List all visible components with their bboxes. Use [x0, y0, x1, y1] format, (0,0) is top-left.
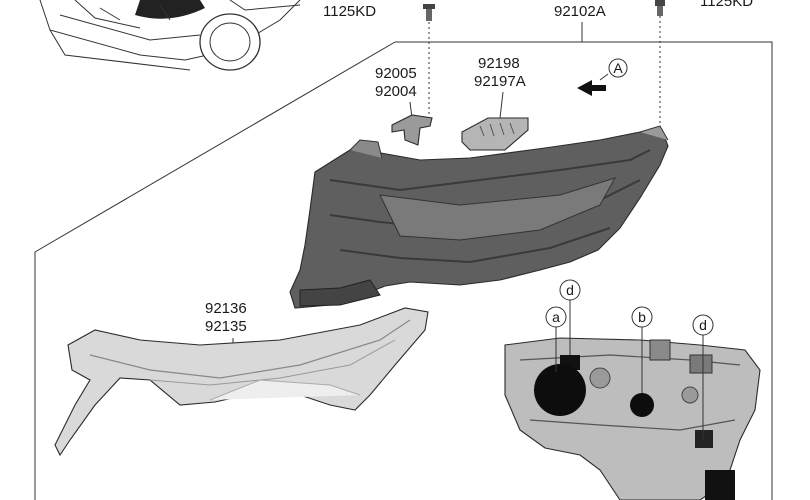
bolt-label-left: 1125KD	[323, 3, 376, 20]
callout-b: b	[631, 306, 653, 328]
callout-d-1: d	[559, 279, 581, 301]
callout-a: a	[545, 306, 567, 328]
vehicle-illustration	[39, 0, 301, 71]
bulb-socket-small	[630, 393, 654, 417]
view-marker-letter: A	[613, 60, 623, 76]
view-marker-circle: A	[608, 58, 628, 78]
connector-label-a: 92198	[478, 55, 520, 72]
connector-label-b: 92197A	[474, 73, 526, 90]
assembly-label: 92102A	[554, 3, 606, 20]
view-arrow-icon	[577, 80, 606, 96]
bracket-label-a: 92005	[375, 65, 417, 82]
callout-d-2: d	[692, 314, 714, 336]
bezel-label-b: 92135	[205, 318, 247, 335]
bracket-part	[391, 114, 433, 146]
assembly-frame	[34, 41, 773, 500]
connector-part	[461, 117, 529, 151]
headlamp-housing	[289, 125, 669, 309]
svg-text:d: d	[699, 317, 707, 333]
lamp-rear-view	[504, 337, 761, 500]
bolt-label-right: 1125KD	[700, 0, 753, 10]
bolt-icon	[655, 0, 665, 16]
bracket-label-b: 92004	[375, 83, 417, 100]
svg-text:b: b	[638, 309, 646, 325]
bolt-icon	[423, 4, 435, 21]
svg-text:d: d	[566, 282, 574, 298]
bezel-label-a: 92136	[205, 300, 247, 317]
bezel-part	[54, 307, 429, 457]
svg-text:a: a	[552, 309, 560, 325]
bulb-socket-large	[534, 364, 586, 416]
